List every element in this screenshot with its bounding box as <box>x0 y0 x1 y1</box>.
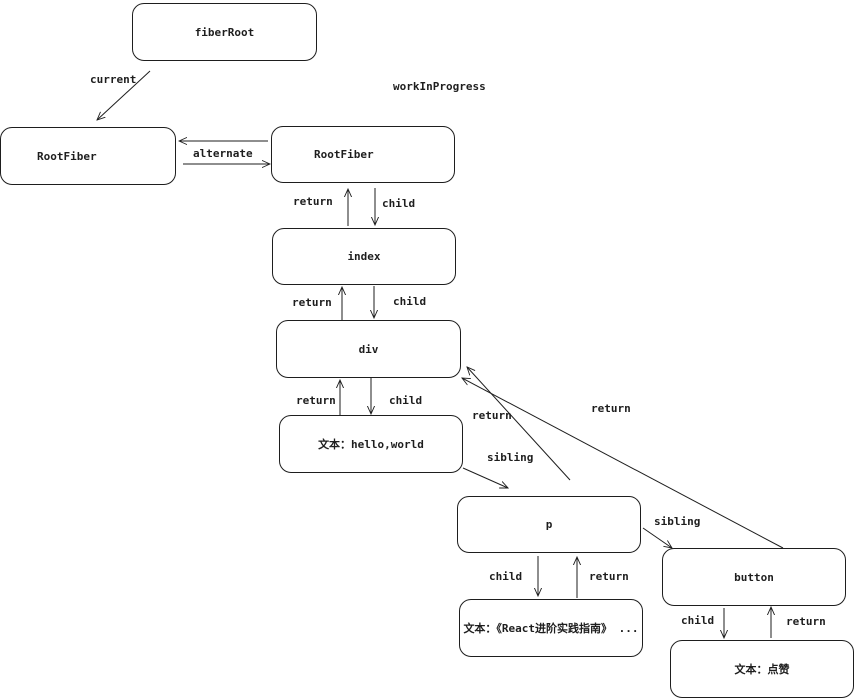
node-p-label: p <box>545 518 553 531</box>
edges-layer <box>0 70 784 679</box>
edge-p-return <box>467 367 571 481</box>
node-root-fiber-current: RootFiber <box>0 127 176 185</box>
node-root-fiber-wip: RootFiber <box>271 126 455 183</box>
label-p-child: child <box>489 570 523 583</box>
label-root-return: return <box>293 195 333 208</box>
node-fiber-root: fiberRoot <box>132 3 317 61</box>
edge-text-sibling <box>462 467 508 489</box>
label-div-child: child <box>389 394 423 407</box>
label-index-return: return <box>292 296 332 309</box>
label-p-return: return <box>589 570 629 583</box>
node-text-like-label: 文本：点赞 <box>734 663 790 676</box>
node-index-label: index <box>347 250 381 263</box>
edge-fiberroot-current <box>97 70 151 120</box>
edge-p-sibling <box>642 527 672 548</box>
node-root-fiber-current-label: RootFiber <box>37 149 97 163</box>
label-current: current <box>90 73 137 86</box>
node-text-react-label: 文本：《React进阶实践指南》 ... <box>463 622 639 635</box>
node-button-label: button <box>734 570 774 584</box>
node-text-hello: 文本：hello,world <box>279 415 463 473</box>
label-p-to-div-return: return <box>472 409 512 422</box>
node-div: div <box>276 320 461 378</box>
label-index-child: child <box>393 295 427 308</box>
label-root-child: child <box>382 197 416 210</box>
label-div-return: return <box>296 394 336 407</box>
node-text-react: 文本：《React进阶实践指南》 ... <box>459 599 643 657</box>
label-alternate: alternate <box>193 147 253 160</box>
label-button-return: return <box>786 615 826 628</box>
label-work-in-progress: workInProgress <box>393 80 486 93</box>
label-text-sibling: sibling <box>487 451 534 464</box>
node-text-hello-label: 文本：hello,world <box>318 438 424 451</box>
node-p: p <box>457 496 641 553</box>
label-button-child: child <box>681 614 715 627</box>
edge-button-return <box>462 378 784 549</box>
label-p-sibling: sibling <box>654 515 701 528</box>
node-index: index <box>272 228 456 285</box>
node-text-like: 文本：点赞 <box>670 640 854 698</box>
node-root-fiber-wip-label: RootFiber <box>314 148 374 161</box>
node-div-label: div <box>358 342 379 356</box>
node-fiber-root-label: fiberRoot <box>194 25 255 39</box>
node-button: button <box>662 548 846 606</box>
label-button-to-div-return: return <box>591 402 631 415</box>
